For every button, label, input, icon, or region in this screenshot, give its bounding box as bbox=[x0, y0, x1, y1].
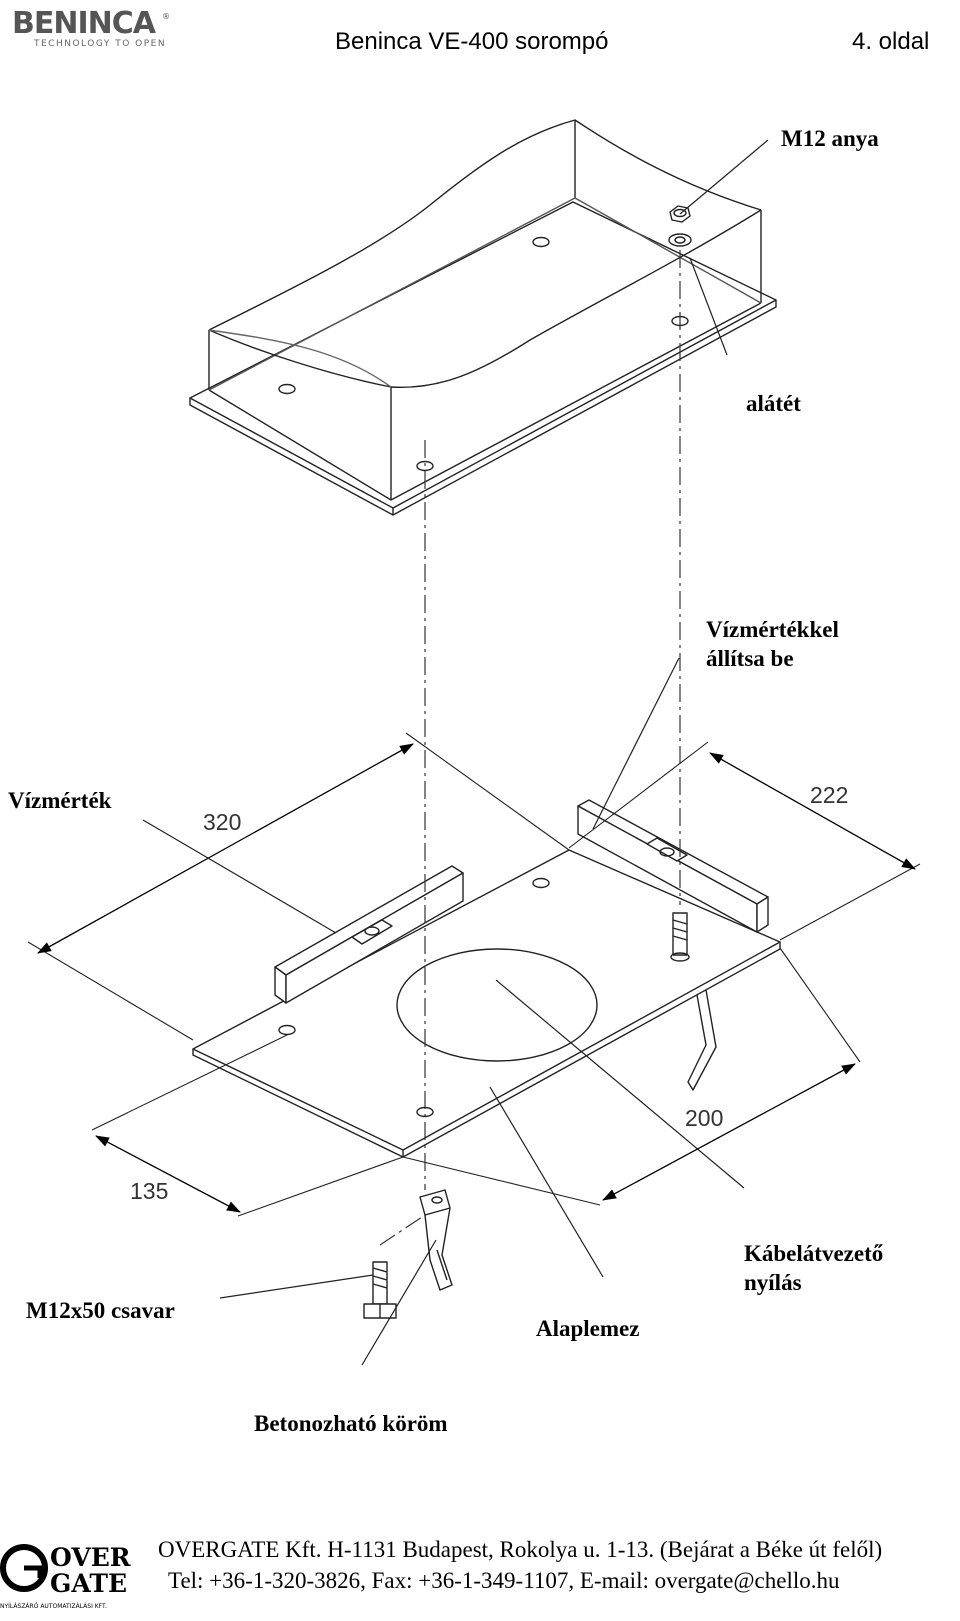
label-cable-opening: Kábelátvezető nyílás bbox=[744, 1239, 883, 1297]
label-spirit-level: Vízmérték bbox=[8, 788, 112, 813]
label-m12-nut: M12 anya bbox=[781, 126, 879, 151]
dimension-lines bbox=[37, 743, 916, 1213]
m12x50-bolt bbox=[363, 1261, 397, 1319]
base-plate bbox=[192, 849, 781, 1158]
spirit-level-right bbox=[577, 799, 769, 933]
label-level-adjust: Vízmértékkel állítsa be bbox=[706, 615, 839, 673]
overgate-emblem-icon: OVER GATE NYÍLÁSZÁRÓ AUTOMATIZÁLÁSI KFT. bbox=[0, 1543, 131, 1610]
logo-subtitle: NYÍLÁSZÁRÓ AUTOMATIZÁLÁSI KFT. bbox=[0, 1603, 107, 1610]
label-cable-opening-line1: Kábelátvezető bbox=[744, 1241, 884, 1266]
dim-135-line bbox=[95, 1135, 241, 1213]
label-cable-opening-line2: nyílás bbox=[744, 1270, 802, 1295]
dimension-200: 200 bbox=[685, 1105, 724, 1131]
dimension-320: 320 bbox=[203, 809, 242, 835]
housing-box bbox=[208, 119, 762, 501]
footer-address: OVERGATE Kft. H-1131 Budapest, Rokolya u… bbox=[158, 1537, 883, 1562]
label-level-adjust-line2: állítsa be bbox=[706, 646, 794, 671]
label-m12x50-bolt: M12x50 csavar bbox=[26, 1298, 175, 1323]
beninca-logo: BENINCA ® TECHNOLOGY TO OPEN bbox=[12, 6, 172, 52]
label-level-adjust-line1: Vízmértékkel bbox=[706, 617, 839, 642]
dim-222-line bbox=[709, 752, 916, 870]
dimension-extension-lines bbox=[27, 732, 921, 1217]
nut-and-washer bbox=[668, 205, 692, 247]
logo-gate-text: GATE bbox=[50, 1569, 127, 1598]
logo-wordmark: BENINCA bbox=[12, 6, 156, 41]
logo-over-text: OVER bbox=[50, 1543, 131, 1572]
plate-bolt bbox=[670, 912, 690, 962]
dim-320-line bbox=[37, 743, 414, 954]
anchor-claw-right bbox=[687, 989, 717, 1091]
page-number: 4. oldal bbox=[852, 28, 930, 55]
dim-200-line bbox=[602, 1063, 856, 1201]
registered-mark: ® bbox=[162, 12, 170, 21]
dimension-222: 222 bbox=[810, 782, 849, 808]
label-washer: alátét bbox=[746, 391, 801, 416]
housing-flange bbox=[189, 201, 777, 516]
label-anchor-claw: Betonozható köröm bbox=[254, 1411, 448, 1436]
footer-contact: Tel: +36-1-320-3826, Fax: +36-1-349-1107… bbox=[168, 1568, 840, 1593]
document-title: Beninca VE-400 sorompó bbox=[335, 28, 609, 55]
dimension-135: 135 bbox=[130, 1178, 169, 1204]
label-base-plate: Alaplemez bbox=[536, 1316, 640, 1341]
overgate-logo: OVER GATE NYÍLÁSZÁRÓ AUTOMATIZÁLÁSI KFT. bbox=[0, 1508, 140, 1616]
centre-lines bbox=[379, 250, 681, 1246]
logo-tagline: TECHNOLOGY TO OPEN bbox=[34, 39, 167, 49]
